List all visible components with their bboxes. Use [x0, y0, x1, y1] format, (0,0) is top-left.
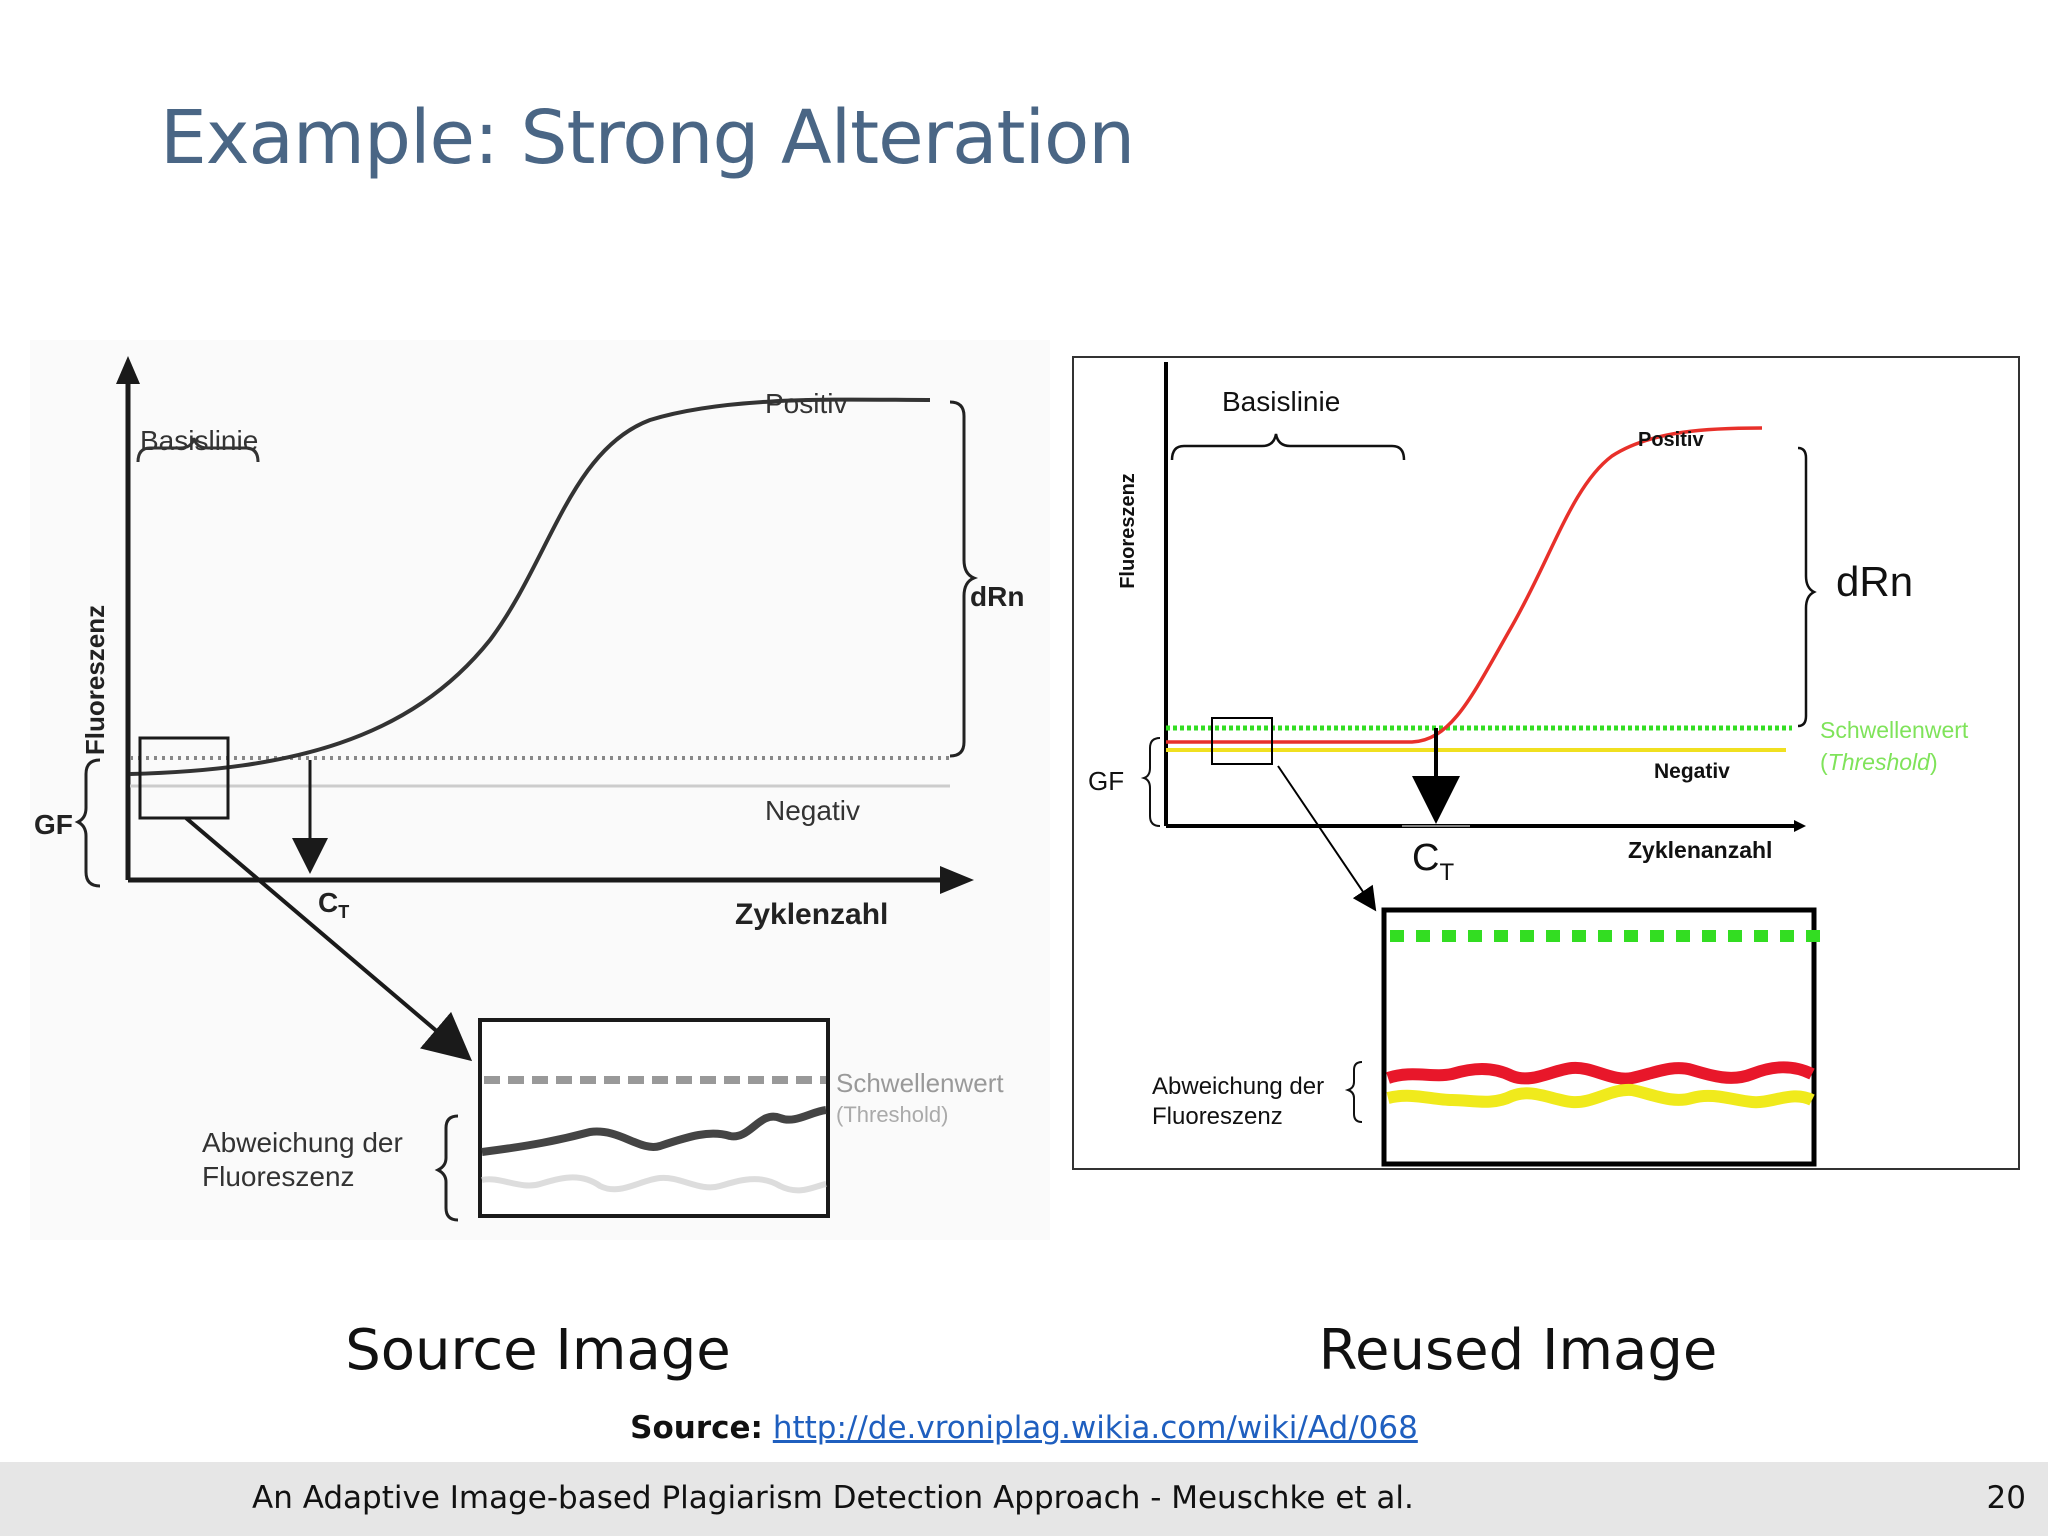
source-gf-brace [74, 758, 101, 888]
source-inset-dev-line1: Abweichung der [202, 1127, 403, 1158]
reused-inset-dev-line2: Fluoreszenz [1152, 1103, 1283, 1130]
reused-basis-label: Basislinie [1222, 386, 1340, 417]
reused-zoom-box [1211, 717, 1273, 765]
reused-inset-positive-line [1386, 1061, 1815, 1085]
reused-zoom-arrow [1277, 765, 1377, 912]
reused-figure: Fluoreszenz Basislinie Positiv Negativ d… [1072, 356, 2020, 1170]
page-number: 20 [1986, 1480, 2026, 1516]
reused-threshold-en-wrap: (Threshold) [1820, 749, 1938, 775]
slide-footer: An Adaptive Image-based Plagiarism Detec… [0, 1462, 2048, 1536]
reused-positive-label: Positiv [1638, 429, 1704, 451]
source-inset-dev-line2: Fluoreszenz [202, 1161, 355, 1192]
source-gf-label: GF [34, 809, 73, 840]
source-basis-brace [136, 437, 260, 463]
reused-negative-label: Negativ [1654, 760, 1730, 783]
source-figure: Fluoreszenz Basislinie Positiv Negativ d… [30, 340, 1050, 1240]
reused-inset-negative-line [1386, 1083, 1815, 1109]
reused-gf-label: GF [1088, 766, 1124, 796]
source-x-axis-label: Zyklenzahl [735, 898, 888, 931]
source-positive-curve [129, 397, 931, 776]
source-zoom-box [138, 736, 230, 820]
source-basis-label: Basislinie [140, 425, 258, 456]
source-drn-brace [949, 400, 979, 758]
source-y-axis-label: Fluoreszenz [80, 605, 110, 755]
source-x-axis-arrowhead [940, 866, 974, 894]
reused-inset-dev-line1: Abweichung der [1152, 1073, 1324, 1100]
reused-y-axis-label: Fluoreszenz [1117, 473, 1139, 589]
source-reference: Source: http://de.vroniplag.wikia.com/wi… [0, 1410, 2048, 1446]
reused-ct-label: CT [1412, 837, 1454, 886]
source-inset-brace [434, 1114, 459, 1222]
reused-inset-box [1381, 907, 1817, 1167]
source-positive-label: Positiv [765, 388, 847, 419]
source-reference-label: Source: [630, 1410, 763, 1446]
reused-gf-brace [1140, 737, 1161, 827]
reused-inset-brace [1344, 1061, 1363, 1123]
source-reference-link[interactable]: http://de.vroniplag.wikia.com/wiki/Ad/06… [772, 1410, 1418, 1446]
slide-title: Example: Strong Alteration [160, 95, 1135, 181]
source-zoom-arrow [184, 816, 473, 1062]
footer-text: An Adaptive Image-based Plagiarism Detec… [252, 1480, 1414, 1516]
source-negative-label: Negativ [765, 795, 860, 826]
source-inset-positive-line [481, 1106, 827, 1156]
reused-x-axis-label: Zyklenanzahl [1628, 837, 1772, 863]
source-inset-threshold-label: Schwellenwert [836, 1068, 1004, 1098]
reused-threshold-label: Schwellenwert [1820, 717, 1969, 743]
source-image-caption: Source Image [345, 1318, 731, 1383]
reused-basis-brace [1170, 433, 1406, 461]
reused-drn-label: dRn [1836, 558, 1913, 605]
source-ct-label: CT [318, 887, 349, 922]
reused-x-axis-arrowhead [1794, 820, 1806, 832]
source-y-axis-arrowhead [116, 356, 140, 384]
source-inset-negative-line [481, 1174, 827, 1194]
reused-positive-curve [1166, 426, 1763, 744]
source-inset-threshold-en: (Threshold) [836, 1102, 948, 1127]
source-drn-label: dRn [970, 581, 1024, 612]
reused-image-caption: Reused Image [1318, 1318, 1718, 1383]
reused-drn-brace [1797, 446, 1817, 728]
